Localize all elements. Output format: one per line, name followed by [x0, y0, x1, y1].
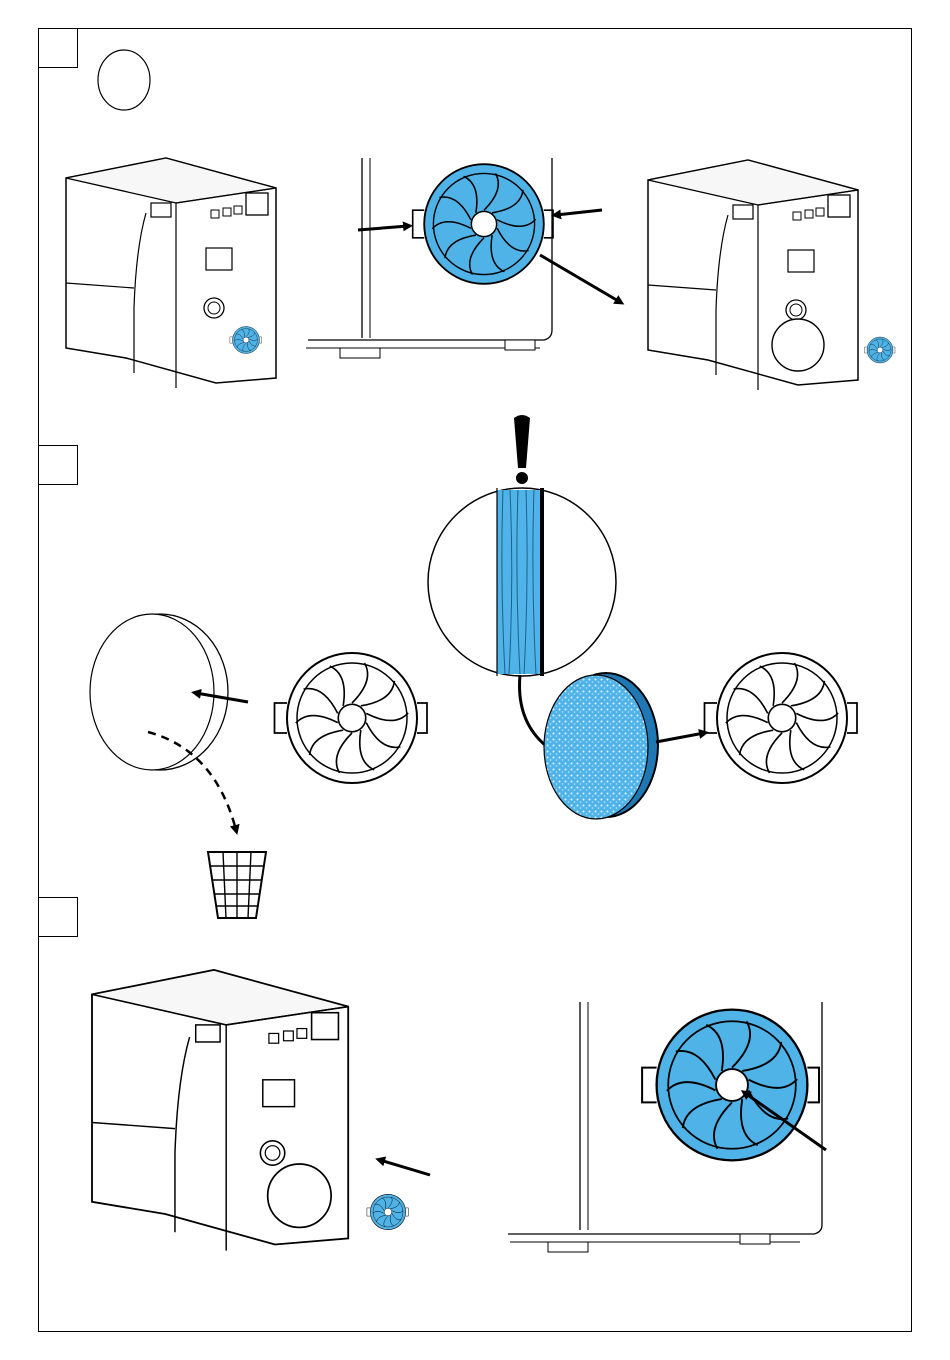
push-arrow-icon — [358, 226, 408, 230]
empty-filter-grille-right — [705, 653, 858, 783]
foam-filter-pad — [544, 673, 658, 819]
blue-filter-grille-removed — [865, 337, 896, 363]
device-unit-step3 — [92, 970, 348, 1251]
trash-basket-icon — [208, 852, 266, 918]
blue-filter-grille-large — [413, 164, 553, 284]
device-unit-step1-right — [648, 160, 858, 390]
insert-arrow-icon — [656, 733, 704, 742]
blue-filter-grille-insert — [367, 1194, 408, 1229]
blue-filter-grille-installed — [642, 1010, 819, 1161]
filter-pad-small — [98, 50, 150, 110]
push-arrow-icon — [556, 210, 602, 215]
caution-exclamation-icon — [514, 415, 530, 484]
empty-filter-grille-left — [275, 653, 428, 783]
insert-arrow-icon — [380, 1160, 430, 1175]
used-filter-pad — [90, 614, 228, 770]
magnifier-circle — [428, 488, 616, 676]
